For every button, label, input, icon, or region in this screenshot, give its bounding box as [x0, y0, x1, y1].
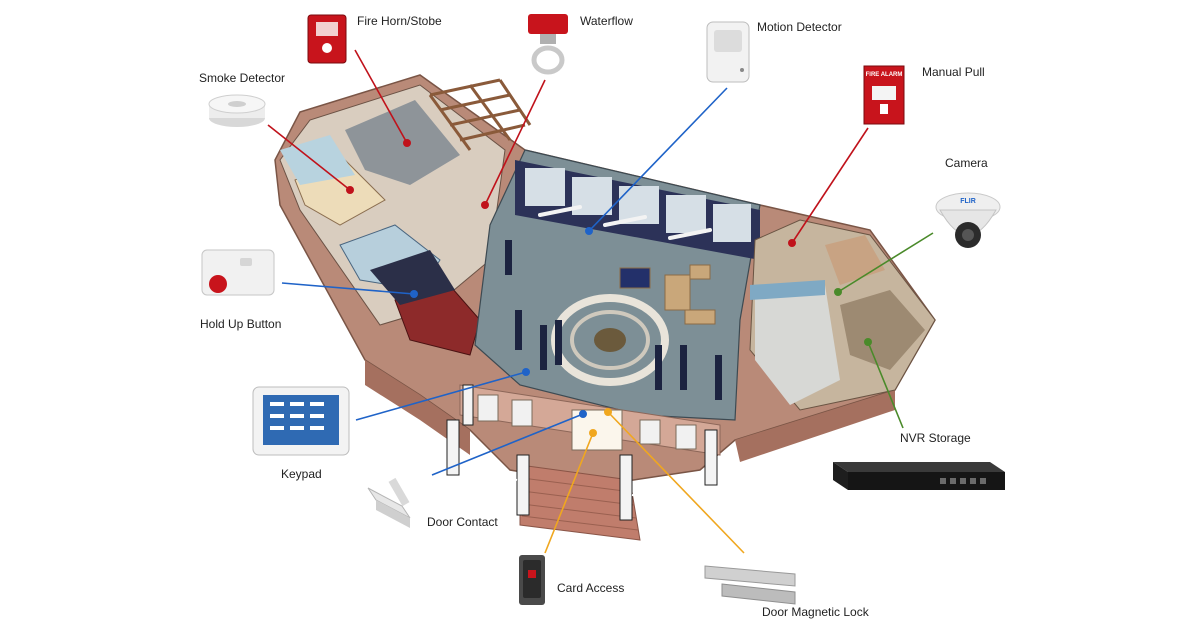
card-reader-icon	[519, 555, 545, 605]
hold-up-button-line	[281, 282, 415, 295]
hold-up-button-dot	[410, 290, 418, 298]
waterflow-dot	[481, 201, 489, 209]
nvr-storage-line	[867, 341, 904, 429]
right-blue-wall	[750, 280, 825, 300]
spiral-staircase	[551, 294, 669, 386]
camera-dot	[834, 288, 842, 296]
manual-pull-icon: FIRE ALARM	[863, 65, 905, 125]
label-waterflow: Waterflow	[580, 14, 633, 28]
door-contact-dot	[579, 410, 587, 418]
door-contact-line	[431, 413, 584, 476]
card-access-line	[544, 432, 594, 554]
office-floor	[755, 285, 840, 405]
smoke-detector-line	[267, 124, 351, 191]
magnetic-lock-line	[607, 411, 745, 554]
label-manual-pull: Manual Pull	[922, 65, 985, 79]
smoke-detector-dot	[346, 186, 354, 194]
hall-furniture	[619, 264, 716, 325]
hall-columns	[505, 240, 722, 400]
facade-windows	[477, 394, 697, 451]
smoke-detector-icon	[208, 94, 266, 127]
connector-lines	[267, 49, 934, 554]
step-lines	[521, 477, 639, 531]
keypad-line	[355, 371, 527, 421]
label-nvr-storage: NVR Storage	[900, 431, 971, 445]
label-fire-horn: Fire Horn/Stobe	[357, 14, 442, 28]
fire-horn-strobe-icon	[307, 14, 347, 64]
manual-pull-sign-text: FIRE ALARM	[866, 72, 903, 78]
motion-detector-line	[588, 87, 728, 232]
camera-line	[837, 232, 934, 293]
keypad-dot	[522, 368, 530, 376]
dome-camera-icon: FLIR	[935, 192, 1001, 248]
magnetic-lock-icon	[704, 565, 796, 605]
label-smoke-detector: Smoke Detector	[199, 71, 285, 85]
blue-room-floor	[280, 135, 355, 185]
upper-room-floor	[345, 100, 460, 185]
label-card-access: Card Access	[557, 581, 624, 595]
ceiling-fans	[538, 205, 712, 240]
camera-brand-text: FLIR	[960, 198, 976, 205]
brick-right-wall	[735, 390, 895, 462]
connector-dots	[346, 139, 872, 437]
nvr-storage-dot	[864, 338, 872, 346]
waterflow-line	[484, 79, 546, 206]
keypad-icon	[252, 386, 350, 456]
porch-railing	[459, 467, 706, 506]
porch-pillars	[446, 384, 718, 521]
label-door-contact: Door Contact	[427, 515, 498, 529]
fire-horn-line	[354, 49, 408, 144]
label-keypad: Keypad	[281, 467, 322, 481]
magnetic-lock-dot	[604, 408, 612, 416]
manual-pull-line	[791, 127, 869, 244]
pergola	[428, 78, 532, 151]
card-access-dot	[589, 429, 597, 437]
brick-front-wall	[365, 360, 470, 455]
dark-room-floor	[370, 250, 455, 305]
label-hold-up-button: Hold Up Button	[200, 317, 281, 331]
label-motion-detector: Motion Detector	[757, 20, 842, 34]
motion-detector-dot	[585, 227, 593, 235]
motion-detector-icon	[706, 21, 750, 83]
waterflow-switch-icon	[528, 14, 568, 75]
label-camera: Camera	[945, 156, 988, 170]
label-door-magnetic-lock: Door Magnetic Lock	[762, 605, 870, 619]
nvr-recorder-icon	[833, 462, 1005, 490]
device-labels: Fire Horn/Stobe Waterflow Motion Detecto…	[199, 14, 988, 619]
building-cutaway	[274, 74, 936, 541]
fire-horn-dot	[403, 139, 411, 147]
right-office-floor	[840, 290, 925, 370]
manual-pull-dot	[788, 239, 796, 247]
door-contact-icon	[367, 477, 411, 528]
hold-up-button-icon	[201, 249, 275, 296]
